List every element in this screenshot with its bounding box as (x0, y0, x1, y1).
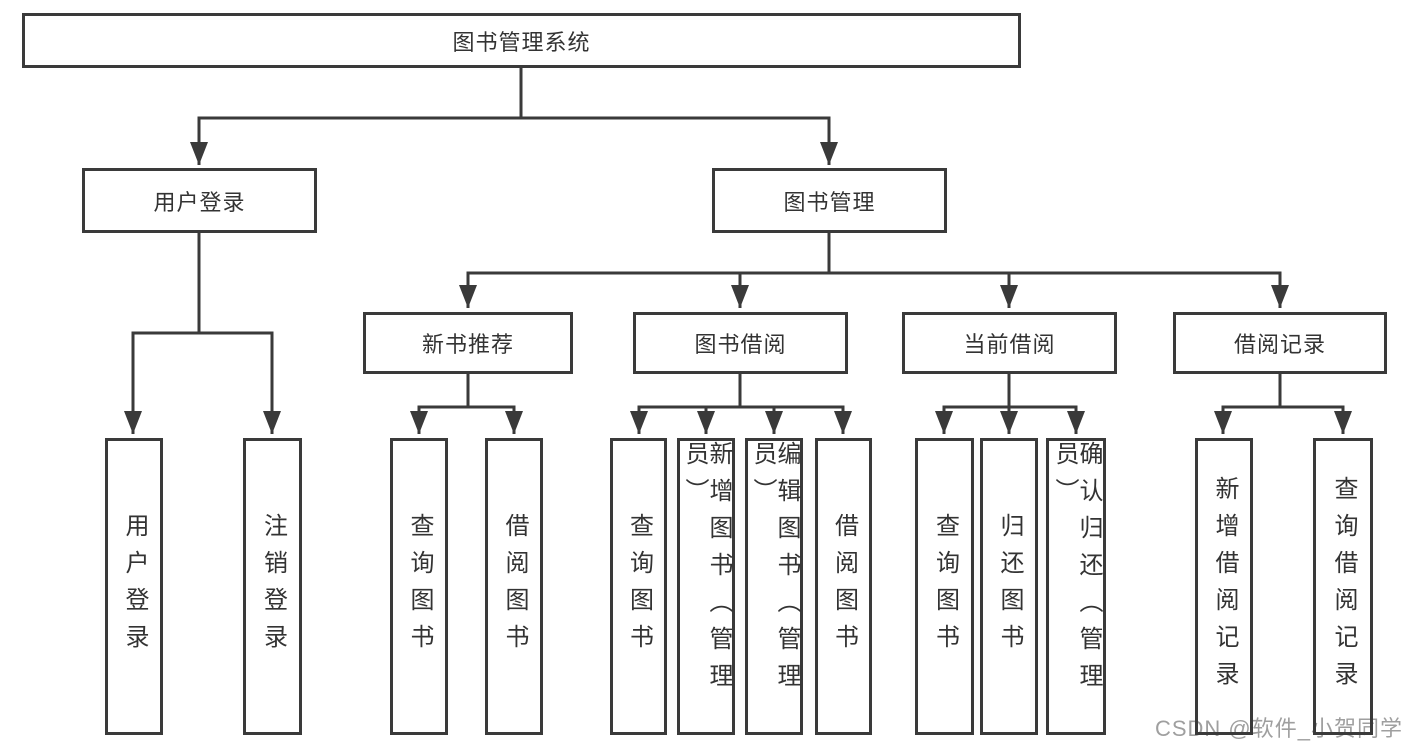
node-library-system: 图书管理系统 (22, 13, 1021, 68)
leaf-logout: 注销登录 (243, 438, 302, 735)
node-borrow-records: 借阅记录 (1173, 312, 1387, 374)
leaf-return-books-label: 归还图书 (996, 512, 1023, 661)
node-library-system-label: 图书管理系统 (452, 29, 591, 55)
node-current-borrowing: 当前借阅 (902, 312, 1117, 374)
leaf-borrow-query-books-label: 查询图书 (625, 512, 653, 661)
node-book-management: 图书管理 (712, 168, 947, 233)
leaf-return-books: 归还图书 (980, 438, 1038, 735)
leaf-edit-books-admin-label: 编辑图书（管理员） (749, 441, 800, 700)
node-current-borrowing-label: 当前借阅 (963, 332, 1056, 357)
leaf-query-borrow-record: 查询借阅记录 (1313, 438, 1373, 735)
node-borrow-records-label: 借阅记录 (1233, 332, 1326, 357)
node-new-book-recommend-label: 新书推荐 (421, 332, 514, 357)
leaf-edit-books-admin: 编辑图书（管理员） (745, 438, 803, 735)
node-book-management-label: 图书管理 (783, 189, 876, 215)
leaf-confirm-return-admin: 确认归还（管理员） (1046, 438, 1106, 735)
leaf-add-borrow-record-label: 新增借阅记录 (1211, 475, 1238, 698)
leaf-user-login-label: 用户登录 (121, 512, 148, 661)
leaf-borrow-books: 借阅图书 (815, 438, 872, 735)
leaf-rec-query-books-label: 查询图书 (406, 512, 433, 661)
node-user-login: 用户登录 (82, 168, 317, 233)
leaf-query-borrow-record-label: 查询借阅记录 (1330, 475, 1357, 698)
leaf-user-login: 用户登录 (105, 438, 163, 735)
leaf-rec-borrow-books-label: 借阅图书 (501, 512, 528, 661)
leaf-add-books-admin: 新增图书（管理员） (677, 438, 735, 735)
leaf-current-query-books-label: 查询图书 (931, 512, 959, 661)
node-user-login-label: 用户登录 (153, 189, 246, 215)
leaf-current-query-books: 查询图书 (915, 438, 974, 735)
leaf-add-books-admin-label: 新增图书（管理员） (681, 441, 732, 700)
leaf-rec-borrow-books: 借阅图书 (485, 438, 543, 735)
leaf-add-borrow-record: 新增借阅记录 (1195, 438, 1253, 735)
node-book-borrowing: 图书借阅 (633, 312, 848, 374)
leaf-logout-label: 注销登录 (259, 512, 287, 661)
node-new-book-recommend: 新书推荐 (363, 312, 573, 374)
leaf-confirm-return-admin-label: 确认归还（管理员） (1051, 441, 1102, 700)
node-book-borrowing-label: 图书借阅 (694, 332, 787, 357)
leaf-borrow-query-books: 查询图书 (610, 438, 667, 735)
leaf-rec-query-books: 查询图书 (390, 438, 448, 735)
leaf-borrow-books-label: 借阅图书 (830, 512, 858, 661)
